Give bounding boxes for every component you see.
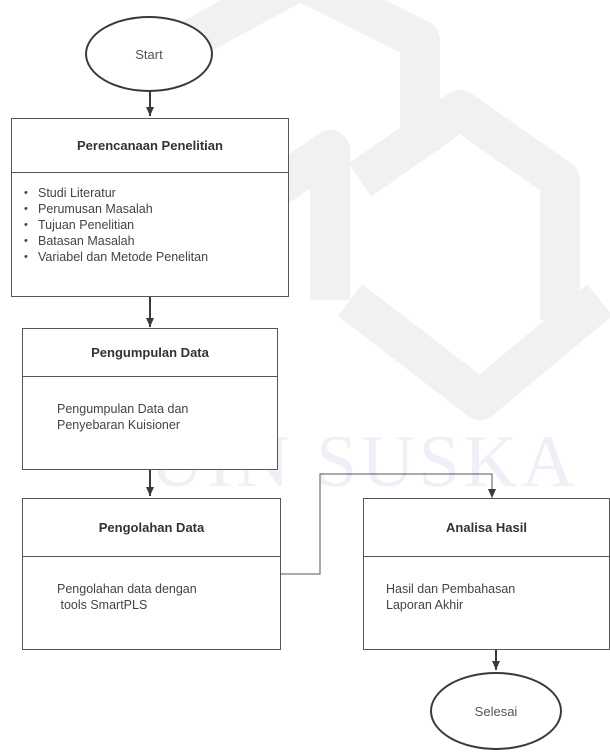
- selesai-label: Selesai: [474, 703, 518, 719]
- perencanaan-item: Perumusan Masalah: [24, 201, 288, 217]
- perencanaan-body: Studi Literatur Perumusan Masalah Tujuan…: [12, 173, 288, 265]
- perencanaan-title: Perencanaan Penelitian: [12, 119, 288, 173]
- pengolahan-title: Pengolahan Data: [23, 499, 280, 557]
- pengumpulan-body-line: Pengumpulan Data dan: [57, 402, 189, 416]
- perencanaan-list: Studi Literatur Perumusan Masalah Tujuan…: [12, 185, 288, 265]
- pengumpulan-title: Pengumpulan Data: [23, 329, 277, 377]
- pengolahan-box: Pengolahan Data Pengolahan data dengan t…: [22, 498, 281, 650]
- perencanaan-item: Tujuan Penelitian: [24, 217, 288, 233]
- connector-pengolahan-to-analisa: [281, 473, 496, 575]
- start-node: Start: [85, 16, 213, 92]
- selesai-node: Selesai: [430, 672, 562, 750]
- analisa-body-line: Laporan Akhir: [386, 598, 464, 612]
- analisa-body: Hasil dan Pembahasan Laporan Akhir: [364, 557, 609, 613]
- perencanaan-item: Studi Literatur: [24, 185, 288, 201]
- pengumpulan-box: Pengumpulan Data Pengumpulan Data dan Pe…: [22, 328, 278, 470]
- pengumpulan-body: Pengumpulan Data dan Penyebaran Kuisione…: [23, 377, 277, 433]
- pengumpulan-body-line: Penyebaran Kuisioner: [57, 418, 180, 432]
- analisa-box: Analisa Hasil Hasil dan Pembahasan Lapor…: [363, 498, 610, 650]
- perencanaan-item: Batasan Masalah: [24, 233, 288, 249]
- pengolahan-body: Pengolahan data dengan tools SmartPLS: [23, 557, 280, 613]
- pengolahan-body-line: Pengolahan data dengan: [57, 582, 197, 596]
- perencanaan-item: Variabel dan Metode Penelitan: [24, 249, 288, 265]
- pengolahan-body-line: tools SmartPLS: [57, 598, 148, 612]
- perencanaan-box: Perencanaan Penelitian Studi Literatur P…: [11, 118, 289, 297]
- analisa-title: Analisa Hasil: [364, 499, 609, 557]
- start-label: Start: [135, 46, 163, 62]
- analisa-body-line: Hasil dan Pembahasan: [386, 582, 516, 596]
